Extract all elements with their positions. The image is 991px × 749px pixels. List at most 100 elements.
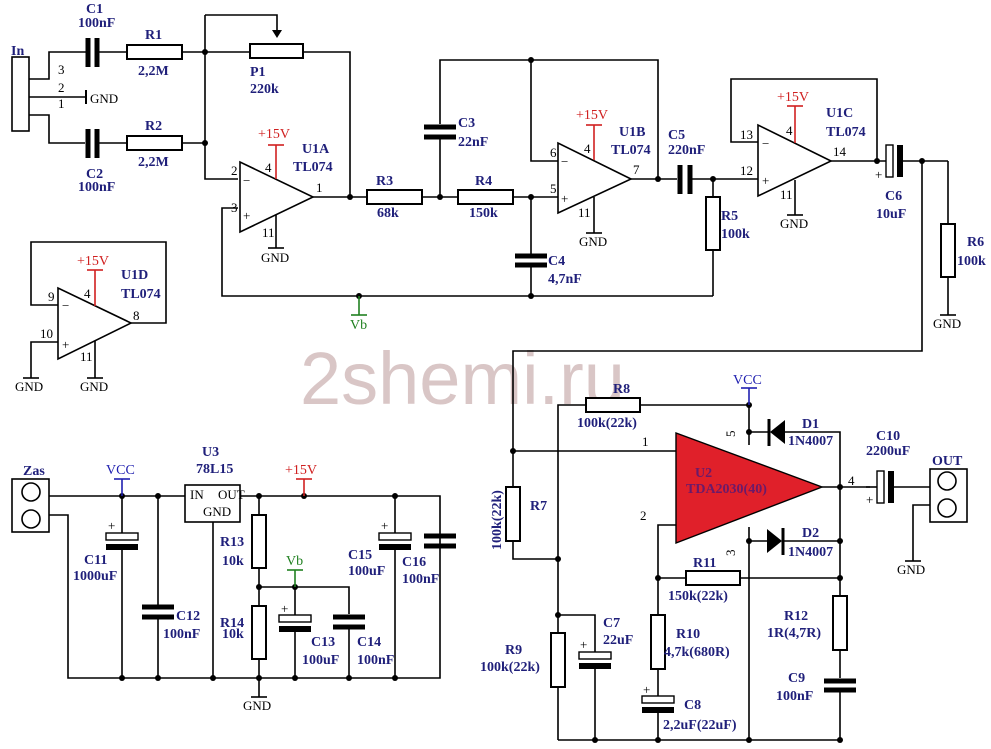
- svg-text:3: 3: [723, 550, 738, 557]
- svg-text:100k(22k): 100k(22k): [480, 660, 540, 675]
- svg-text:R12: R12: [784, 609, 808, 624]
- svg-text:−: −: [762, 136, 769, 151]
- svg-text:U3: U3: [202, 445, 219, 460]
- svg-text:R10: R10: [676, 627, 700, 642]
- svg-text:−: −: [561, 154, 568, 169]
- svg-text:U1B: U1B: [619, 125, 645, 140]
- svg-text:100k(22k): 100k(22k): [577, 416, 637, 431]
- svg-text:R4: R4: [475, 174, 492, 189]
- svg-text:2,2M: 2,2M: [138, 155, 169, 170]
- capacitor-c3: C3 22nF: [424, 59, 659, 197]
- svg-text:22nF: 22nF: [458, 135, 488, 150]
- svg-text:11: 11: [578, 205, 591, 220]
- svg-text:VCC: VCC: [733, 373, 762, 388]
- svg-text:GND: GND: [15, 379, 43, 394]
- potentiometer-p1: P1 220k: [205, 14, 351, 197]
- svg-text:100k: 100k: [721, 227, 750, 242]
- svg-text:2: 2: [58, 80, 65, 95]
- svg-text:R9: R9: [505, 643, 522, 658]
- resistor-r7: R7 100k(22k): [490, 451, 558, 560]
- connector-out: OUT GND: [897, 454, 968, 577]
- svg-text:1R(4,7R): 1R(4,7R): [767, 626, 821, 641]
- connector-zas: Zas: [11, 464, 50, 533]
- svg-text:−: −: [243, 173, 250, 188]
- svg-text:4,7k(680R): 4,7k(680R): [664, 645, 730, 660]
- resistor-r8: R8 100k(22k): [557, 382, 749, 740]
- diode-d2: D2 1N4007: [746, 526, 843, 560]
- svg-text:6: 6: [550, 145, 557, 160]
- svg-text:2: 2: [231, 163, 238, 178]
- svg-text:+15V: +15V: [576, 108, 608, 123]
- svg-text:IN: IN: [190, 487, 204, 502]
- svg-text:11: 11: [262, 225, 275, 240]
- svg-text:+15V: +15V: [77, 254, 109, 269]
- svg-text:P1: P1: [250, 65, 266, 80]
- svg-text:TL074: TL074: [121, 287, 161, 302]
- svg-text:220nF: 220nF: [668, 143, 705, 158]
- svg-text:R3: R3: [376, 174, 393, 189]
- svg-text:Zas: Zas: [23, 464, 45, 479]
- svg-text:100uF: 100uF: [302, 653, 339, 668]
- svg-text:+: +: [108, 518, 115, 533]
- resistor-r2: R2 2,2M: [126, 119, 205, 170]
- svg-text:C6: C6: [885, 189, 902, 204]
- svg-text:100nF: 100nF: [78, 180, 115, 195]
- svg-text:4: 4: [265, 160, 272, 175]
- opamp-u1a: −+ +15V GND U1A TL074 2 3 4 11 1: [231, 127, 333, 265]
- svg-text:C3: C3: [458, 116, 475, 131]
- svg-text:10k: 10k: [222, 554, 244, 569]
- diode-d1: D1 1N4007: [746, 417, 841, 487]
- resistor-r14: GND R14 10k: [220, 605, 271, 713]
- svg-text:U1A: U1A: [302, 142, 330, 157]
- capacitor-c12: C12 100nF: [142, 496, 200, 681]
- svg-text:7: 7: [633, 162, 640, 177]
- svg-text:1000uF: 1000uF: [73, 569, 117, 584]
- svg-text:4,7nF: 4,7nF: [548, 272, 582, 287]
- svg-text:5: 5: [723, 431, 738, 438]
- svg-text:TL074: TL074: [611, 143, 651, 158]
- svg-text:C12: C12: [176, 609, 200, 624]
- svg-text:GND: GND: [579, 234, 607, 249]
- svg-text:GND: GND: [261, 250, 289, 265]
- capacitor-c1: C1 100nF: [78, 2, 127, 67]
- svg-text:100k(22k): 100k(22k): [490, 490, 505, 550]
- svg-text:100nF: 100nF: [357, 653, 394, 668]
- svg-text:OUT: OUT: [218, 487, 245, 502]
- resistor-r11: R11 150k(22k): [655, 556, 840, 604]
- svg-text:150k(22k): 150k(22k): [668, 589, 728, 604]
- svg-text:Vb: Vb: [286, 554, 303, 569]
- svg-text:+15V: +15V: [777, 90, 809, 105]
- svg-text:C8: C8: [684, 698, 701, 713]
- svg-text:C9: C9: [788, 671, 805, 686]
- svg-text:R5: R5: [721, 209, 738, 224]
- capacitor-c4: C4 4,7nF: [515, 197, 582, 299]
- opamp-u1b: −+ +15V GND U1B TL074 6 5 4 11 7: [550, 108, 651, 249]
- resistor-r12: R12 1R(4,7R): [767, 595, 848, 678]
- svg-text:+: +: [62, 337, 69, 352]
- svg-text:C14: C14: [357, 635, 381, 650]
- svg-text:GND: GND: [933, 316, 961, 331]
- svg-text:2: 2: [640, 508, 647, 523]
- svg-text:220k: 220k: [250, 82, 279, 97]
- svg-text:4: 4: [848, 473, 855, 488]
- resistor-r10: R10 4,7k(680R): [650, 614, 730, 696]
- svg-text:8: 8: [133, 308, 140, 323]
- svg-text:C11: C11: [84, 553, 107, 568]
- svg-text:1: 1: [316, 180, 323, 195]
- svg-text:+15V: +15V: [285, 463, 317, 478]
- svg-text:C13: C13: [311, 635, 335, 650]
- connector-in: In 3 2 1: [11, 44, 65, 132]
- svg-text:U1D: U1D: [121, 268, 148, 283]
- svg-text:+15V: +15V: [258, 127, 290, 142]
- gnd-label: GND: [90, 91, 118, 106]
- svg-text:+: +: [281, 601, 288, 616]
- svg-text:R1: R1: [145, 28, 162, 43]
- resistor-r6: GND R6 100k: [933, 161, 986, 331]
- resistor-r3: R3 68k: [366, 174, 458, 221]
- svg-text:10k: 10k: [222, 627, 244, 642]
- svg-text:C10: C10: [876, 429, 900, 444]
- capacitor-c6-electrolytic: + C6 10uF: [875, 144, 948, 222]
- capacitor-c8-electrolytic: + C8 2,2uF(22uF): [641, 682, 737, 743]
- svg-text:3: 3: [58, 62, 65, 77]
